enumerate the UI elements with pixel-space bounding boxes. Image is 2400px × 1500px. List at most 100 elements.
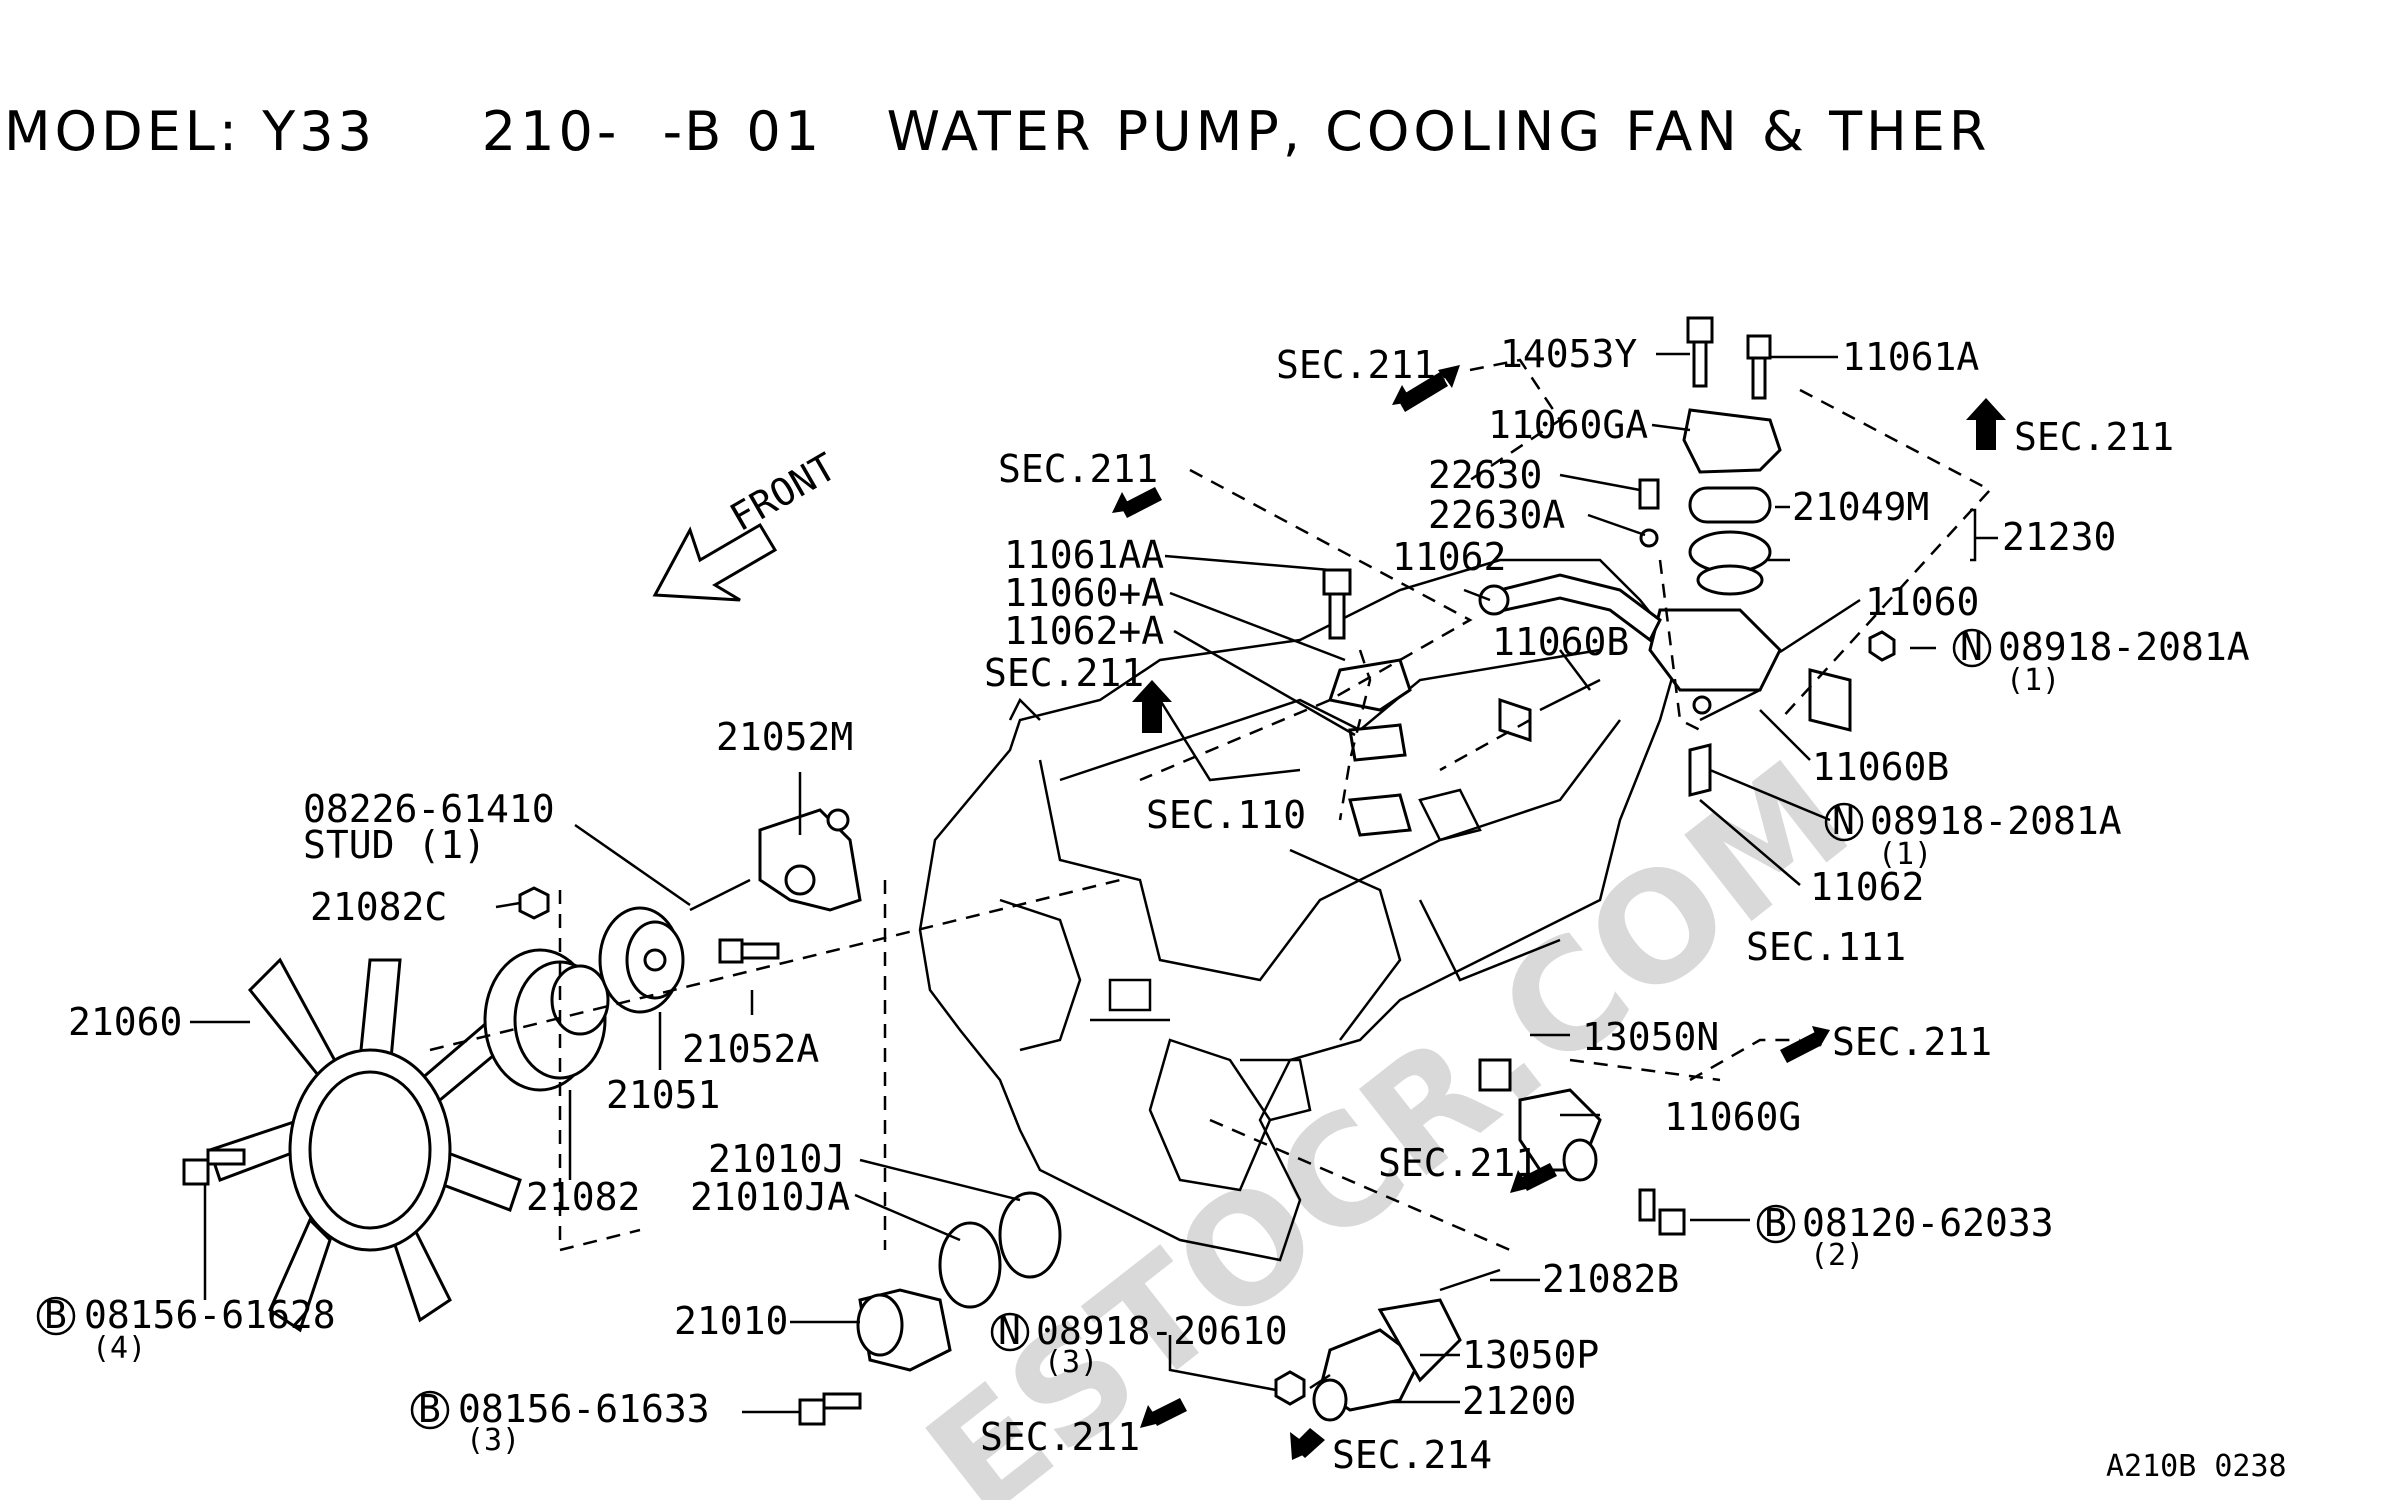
bolt-08156-61628-icon — [182, 1158, 210, 1186]
qty-08156-61628: (4) — [92, 1331, 146, 1366]
label-21010: 21010 — [674, 1299, 788, 1343]
label-11060pa: 11060+A — [1004, 571, 1164, 615]
bolt-11061aa-icon — [1322, 568, 1352, 596]
front-arrow-icon — [652, 522, 778, 602]
callout-b-08120: B 08120-62033 (2) — [1756, 1201, 2054, 1273]
arrow-sec211-d-icon — [1976, 418, 1996, 450]
label-21052m: 21052M — [716, 715, 853, 759]
label-08918-2081a-lower: 08918-2081A — [1870, 799, 2122, 843]
label-08226-61410: 08226-61410 — [303, 787, 555, 831]
nut-08918-2081a-icon — [1868, 630, 1896, 662]
label-08918-20610: 08918-20610 — [1036, 1309, 1288, 1353]
label-21082: 21082 — [526, 1175, 640, 1219]
label-13050n: 13050N — [1582, 1015, 1719, 1059]
label-21010ja: 21010JA — [690, 1175, 850, 1219]
label-11062pa: 11062+A — [1004, 609, 1164, 653]
part-labels: 14053Y 11061A 11060GA 22630 22630A 21049… — [36, 332, 2287, 1484]
label-13050p: 13050P — [1462, 1333, 1599, 1377]
arrow-sec211-b-icon — [1120, 487, 1162, 518]
label-21051: 21051 — [606, 1073, 720, 1117]
arrow-sec211-a-icon — [1400, 365, 1460, 408]
gasket-21010j-icon — [998, 1191, 1062, 1279]
water-outlet-11060ga-icon — [1682, 408, 1782, 474]
nut-08918-20610-icon — [1274, 1370, 1306, 1406]
direction-arrows — [652, 365, 2006, 1460]
bracket-21052m-icon — [758, 808, 862, 912]
qty-08918-upper: (1) — [2006, 663, 2060, 698]
label-21230: 21230 — [2002, 515, 2116, 559]
bolt-08120-62033-icon — [1658, 1208, 1686, 1236]
label-08156-61628: 08156-61628 — [84, 1293, 336, 1337]
callout-b-08156-61633: B 08156-61633 (3) — [410, 1387, 710, 1458]
gasket-21010ja-icon — [938, 1221, 1002, 1309]
gasket-21049m-icon — [1688, 486, 1772, 524]
sec-ref-1: SEC.211 — [1276, 343, 1436, 387]
sec-ref-8: SEC.211 — [1378, 1141, 1538, 1185]
qty-08120: (2) — [1810, 1238, 1864, 1273]
label-11062-lower: 11062 — [1810, 865, 1924, 909]
label-11061a: 11061A — [1842, 335, 1979, 379]
label-11060ga: 11060GA — [1488, 403, 1648, 447]
cooling-fan-21060-icon — [208, 957, 522, 1333]
sec-ref-7: SEC.211 — [1832, 1020, 1992, 1064]
sec-ref-4: SEC.211 — [2014, 415, 2174, 459]
callout-n-08918-lower: N 08918-2081A (1) — [1824, 799, 2122, 872]
nut-21082c-icon — [518, 886, 550, 920]
gasket-13050n-icon — [1478, 1058, 1512, 1092]
sec-ref-2: SEC.211 — [998, 447, 1158, 491]
engine-block — [918, 558, 1682, 1262]
arrow-sec211-g-icon — [1150, 1398, 1187, 1426]
arrow-sec211-c-icon — [1142, 700, 1162, 733]
gasket-13050p-icon — [1377, 1298, 1462, 1383]
qty-08918-lower: (1) — [1878, 837, 1932, 872]
svg-text:N: N — [998, 1309, 1021, 1353]
label-22630a: 22630A — [1428, 493, 1565, 537]
label-21049m: 21049M — [1792, 485, 1929, 529]
label-21082c: 21082C — [310, 885, 447, 929]
qty-08156-61633: (3) — [466, 1423, 520, 1458]
sec-ref-10: SEC.214 — [1332, 1433, 1492, 1477]
bolt-21052a-icon — [718, 938, 744, 964]
arrow-sec211-f-icon — [1520, 1163, 1557, 1191]
label-21060: 21060 — [68, 1000, 182, 1044]
label-22630: 22630 — [1428, 453, 1542, 497]
label-11060g: 11060G — [1664, 1095, 1801, 1139]
label-21010j: 21010J — [708, 1137, 845, 1181]
label-11060: 11060 — [1865, 580, 1979, 624]
n-symbol-icon: N — [1960, 625, 1983, 669]
label-08918-2081a-upper: 08918-2081A — [1998, 625, 2250, 669]
figure-code: A210B 0238 — [2106, 1449, 2287, 1484]
stud-11060b-icon — [1539, 678, 1601, 712]
bolt-11061a-icon — [1746, 334, 1772, 360]
label-11062-upper: 11062 — [1392, 535, 1506, 579]
sensor-22630-icon — [1638, 478, 1660, 510]
sec-ref-9: SEC.211 — [980, 1415, 1140, 1459]
sec-ref-6: SEC.111 — [1746, 925, 1906, 969]
bolt-08156-61633-icon — [798, 1398, 826, 1426]
bolt-14053y-icon — [1686, 316, 1714, 344]
arrow-sec211-e-icon — [1780, 1032, 1822, 1063]
label-11060b-upper: 11060B — [1492, 620, 1629, 664]
thermostat-housing-assembly — [1322, 316, 1896, 837]
front-label: FRONT — [723, 444, 844, 539]
svg-text:B: B — [44, 1293, 67, 1337]
leader-lines — [190, 352, 1998, 1414]
stud-08226-61410-icon — [689, 878, 751, 912]
sec-ref-5: SEC.110 — [1146, 793, 1306, 837]
page-title: MODEL: Y33 210- -B 01 WATER PUMP, COOLIN… — [4, 100, 1991, 163]
callout-n-08918-20610: N 08918-20610 (3) — [990, 1309, 1288, 1380]
label-11060b-lower: 11060B — [1812, 745, 1949, 789]
callout-b-08156-61628: B 08156-61628 (4) — [36, 1293, 336, 1366]
svg-text:B: B — [418, 1387, 441, 1431]
label-21082b: 21082B — [1542, 1257, 1679, 1301]
pipe-11062-icon — [1498, 573, 1662, 643]
svg-text:N: N — [1832, 799, 1855, 843]
callout-n-08918-upper: N 08918-2081A (1) — [1952, 625, 2250, 698]
label-21052a: 21052A — [682, 1027, 819, 1071]
sec-ref-3: SEC.211 — [984, 651, 1144, 695]
label-11061aa: 11061AA — [1004, 533, 1164, 577]
b-symbol-icon: B — [1764, 1201, 1787, 1245]
ref-line — [1139, 468, 1473, 782]
qty-08918-20610: (3) — [1044, 1345, 1098, 1380]
